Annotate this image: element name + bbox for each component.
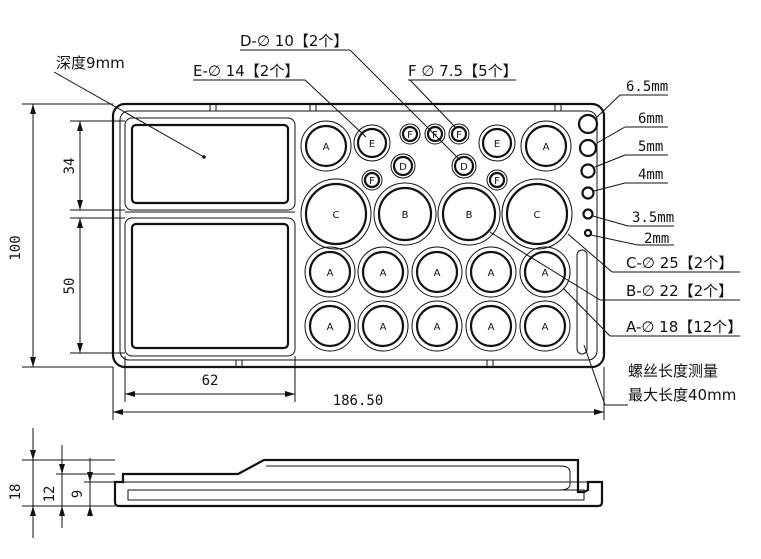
hole-b: B <box>437 182 501 246</box>
svg-text:B: B <box>466 210 473 221</box>
svg-text:C: C <box>534 210 541 221</box>
hole-f: F <box>399 123 421 145</box>
hole-a: A <box>411 300 463 352</box>
svg-text:F: F <box>407 130 413 141</box>
size-holes <box>577 113 599 238</box>
hole-a: A <box>465 246 517 298</box>
hole-f: F <box>448 123 470 145</box>
svg-text:D: D <box>460 162 468 173</box>
hole-a: A <box>411 246 463 298</box>
body-inner-outline <box>119 110 598 361</box>
screw-gauge-slot <box>576 249 588 355</box>
svg-text:A: A <box>380 268 387 279</box>
hole-d: D <box>451 153 477 179</box>
e-hole-label: E-∅ 14【2个】 <box>193 62 299 80</box>
hole-e: E <box>353 124 391 162</box>
side-dimension-arrows <box>30 450 93 516</box>
svg-text:A: A <box>327 268 334 279</box>
hole-a: A <box>357 246 409 298</box>
hole-c: C <box>300 178 372 250</box>
svg-text:A: A <box>543 142 550 153</box>
svg-text:F: F <box>369 176 375 187</box>
side-dimension-lines <box>22 428 115 538</box>
dim-side-18: 18 <box>8 484 24 501</box>
leader-lines <box>53 49 740 406</box>
hole-a: A <box>520 120 572 172</box>
hole-d: D <box>390 153 416 179</box>
size-label: 3.5mm <box>632 210 674 226</box>
hole-b: B <box>373 182 437 246</box>
hole-c: C <box>501 178 573 250</box>
svg-text:A: A <box>327 322 334 333</box>
d-hole-label: D-∅ 10【2个】 <box>240 32 348 50</box>
dim-upper: 34 <box>62 158 78 175</box>
svg-text:A: A <box>488 268 495 279</box>
dim-side-9: 9 <box>70 490 86 498</box>
hole-a: A <box>465 300 517 352</box>
side-view <box>113 458 604 508</box>
svg-text:B: B <box>402 210 409 221</box>
svg-text:F: F <box>494 176 500 187</box>
edge-notches <box>209 104 562 367</box>
svg-text:F: F <box>456 130 462 141</box>
dim-tray-width: 62 <box>202 373 219 389</box>
hole-f: F <box>361 169 383 191</box>
dim-total-width: 186.50 <box>333 393 384 409</box>
depth-label: 深度9mm <box>56 54 125 72</box>
svg-text:A: A <box>434 268 441 279</box>
dimension-lines <box>22 103 605 420</box>
svg-text:A: A <box>434 322 441 333</box>
f-hole-label: F ∅ 7.5【5个】 <box>408 62 518 80</box>
svg-text:C: C <box>333 210 340 221</box>
a-hole-label: A-∅ 18【12个】 <box>626 318 742 336</box>
dim-height: 100 <box>8 235 24 260</box>
screw-label-line2: 最大长度40mm <box>628 386 736 404</box>
screw-label-line1: 螺丝长度测量 <box>628 362 718 380</box>
body-outline <box>111 102 606 369</box>
svg-text:E: E <box>369 139 375 150</box>
dim-lower: 50 <box>62 278 78 295</box>
svg-text:D: D <box>399 162 407 173</box>
size-label: 6mm <box>638 111 663 127</box>
hole-e: E <box>478 124 516 162</box>
lower-tray <box>124 217 296 357</box>
hole-a: A <box>357 300 409 352</box>
hole-f: F <box>424 123 446 145</box>
hole-f: F <box>486 169 508 191</box>
hole-a: A <box>519 246 571 298</box>
size-label: 2mm <box>644 231 669 247</box>
svg-text:A: A <box>542 322 549 333</box>
svg-text:A: A <box>488 322 495 333</box>
hole-a: A <box>304 246 356 298</box>
upper-tray <box>124 117 296 211</box>
c-hole-label: C-∅ 25【2个】 <box>626 254 733 272</box>
svg-text:A: A <box>542 268 549 279</box>
dim-side-12: 12 <box>42 486 58 503</box>
hole-a: A <box>519 300 571 352</box>
size-label: 6.5mm <box>626 79 668 95</box>
svg-text:A: A <box>380 322 387 333</box>
dimension-arrows <box>30 104 604 415</box>
b-hole-label: B-∅ 22【2个】 <box>626 282 733 300</box>
size-label: 4mm <box>638 167 663 183</box>
size-label: 5mm <box>638 139 663 155</box>
svg-text:E: E <box>494 139 500 150</box>
svg-text:A: A <box>323 142 330 153</box>
hole-a: A <box>304 300 356 352</box>
hole-a: A <box>300 120 352 172</box>
